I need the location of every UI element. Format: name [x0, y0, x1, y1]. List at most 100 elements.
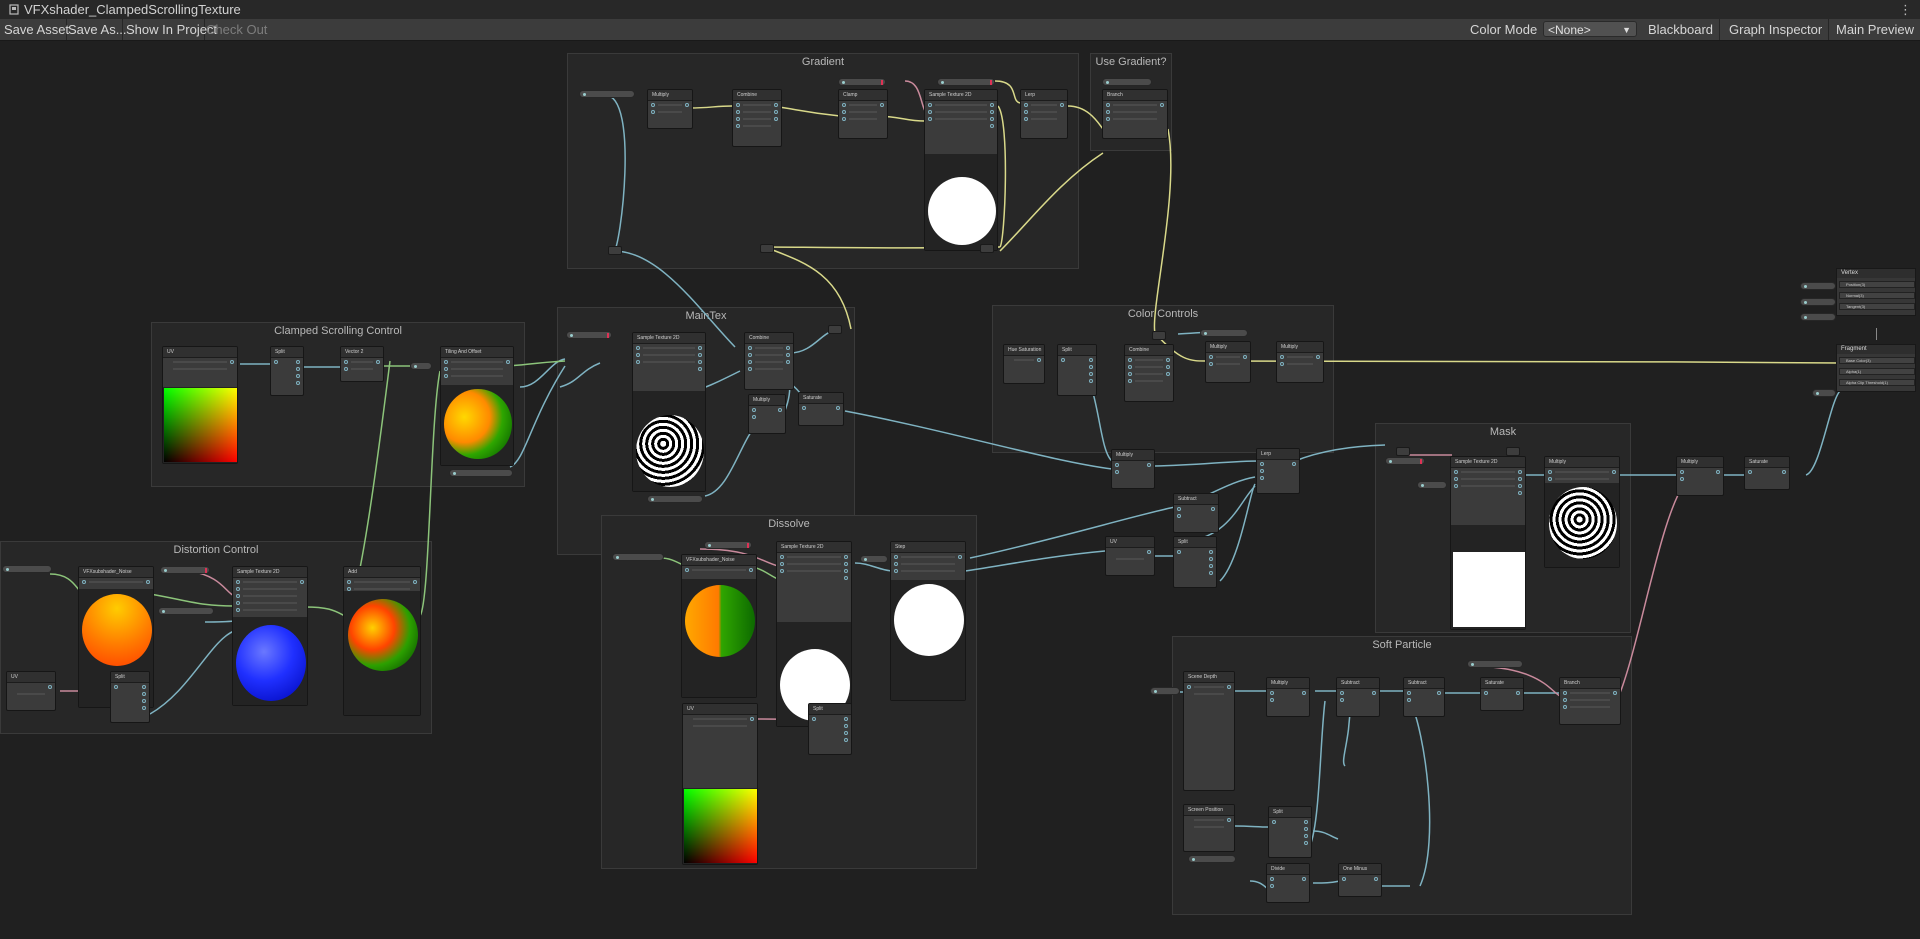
node-subtract-soft[interactable]: Subtract: [1336, 677, 1380, 717]
mask-property-pill[interactable]: [1385, 457, 1425, 465]
node-combine[interactable]: Combine: [732, 89, 782, 147]
node-uv-dissolve[interactable]: UV: [682, 703, 758, 865]
node-combine-maintex[interactable]: Combine: [744, 332, 794, 390]
distortion-texture-pill[interactable]: [160, 566, 210, 574]
reroute-node[interactable]: [1506, 447, 1520, 456]
gradient-property-pill[interactable]: [579, 90, 635, 98]
distortion-speed-pill[interactable]: [2, 565, 52, 573]
node-one-minus-soft[interactable]: One Minus: [1338, 863, 1382, 897]
tiling-value-field[interactable]: [410, 362, 432, 370]
node-sample-texture-gradient[interactable]: Sample Texture 2D: [924, 89, 998, 251]
node-multiply-mask[interactable]: Multiply: [1544, 456, 1620, 568]
kebab-menu-icon[interactable]: ⋮: [1899, 2, 1912, 17]
node-add-distortion[interactable]: Add: [343, 566, 421, 716]
node-divide-soft[interactable]: Divide: [1266, 863, 1310, 903]
node-uv[interactable]: UV: [162, 346, 238, 464]
node-hue-saturation[interactable]: Hue Saturation: [1003, 344, 1045, 384]
vertex-block[interactable]: Vertex Position(3) Normal(3) Tangent(3): [1836, 268, 1916, 316]
reroute-node[interactable]: [760, 244, 774, 253]
node-multiply-soft[interactable]: Multiply: [1266, 677, 1310, 717]
graph-toolbar: Save Asset Save As... Show In Project Ch…: [0, 19, 1920, 41]
alpha-property-pill[interactable]: [647, 495, 703, 503]
node-multiply-right[interactable]: Multiply: [1676, 456, 1724, 496]
node-sample-texture-mask[interactable]: Sample Texture 2D: [1450, 456, 1526, 630]
node-branch[interactable]: Branch: [1102, 89, 1168, 139]
sampling-dropdown[interactable]: [1150, 687, 1180, 695]
step-edge-field[interactable]: [860, 555, 888, 563]
object-space-pill[interactable]: [1800, 282, 1836, 290]
reroute-node[interactable]: [1152, 331, 1166, 340]
node-multiply-mid[interactable]: Multiply: [1111, 449, 1155, 489]
vertex-slot-position[interactable]: Position(3): [1839, 281, 1915, 288]
reroute-node[interactable]: [828, 325, 842, 334]
scroll-speed-property-pill[interactable]: [449, 469, 513, 477]
node-split-distortion[interactable]: Split: [110, 671, 150, 723]
node-saturate[interactable]: Saturate: [798, 392, 844, 426]
main-preview-button[interactable]: Main Preview: [1836, 22, 1915, 37]
use-gradient-property-pill[interactable]: [1102, 78, 1152, 86]
save-asset-button[interactable]: Save Asset: [0, 19, 69, 40]
node-split-dissolve[interactable]: Split: [808, 703, 852, 755]
node-split-soft[interactable]: Split: [1268, 806, 1312, 858]
node-step-dissolve[interactable]: Step: [890, 541, 966, 701]
node-multiply-maintex[interactable]: Multiply: [748, 394, 786, 434]
reroute-node[interactable]: [608, 246, 622, 255]
fragment-slot-alpha-clip[interactable]: Alpha Clip Threshold(1): [1839, 379, 1915, 386]
graph-inspector-button[interactable]: Graph Inspector: [1729, 19, 1830, 40]
node-sample-dissolve[interactable]: Sample Texture 2D: [776, 541, 852, 727]
node-scene-depth[interactable]: Scene Depth: [1183, 671, 1235, 791]
node-lerp[interactable]: Lerp: [1020, 89, 1068, 139]
node-split-color[interactable]: Split: [1057, 344, 1097, 396]
gradient-texture-property-pill[interactable]: [937, 78, 995, 86]
soft-particle-toggle-pill[interactable]: [1467, 660, 1523, 668]
node-subtract-soft-2[interactable]: Subtract: [1403, 677, 1445, 717]
node-lerp-mid[interactable]: Lerp: [1256, 448, 1300, 494]
node-branch-soft[interactable]: Branch: [1559, 677, 1621, 725]
node-screen-position[interactable]: Screen Position: [1183, 804, 1235, 852]
reroute-node[interactable]: [980, 244, 994, 253]
vertex-slot-normal[interactable]: Normal(3): [1839, 292, 1915, 299]
node-clamp[interactable]: Clamp: [838, 89, 888, 139]
node-sample-texture-maintex[interactable]: Sample Texture 2D: [632, 332, 706, 492]
node-sample-distortion[interactable]: Sample Texture 2D: [232, 566, 308, 706]
node-uv-distortion[interactable]: UV: [6, 671, 56, 711]
node-uv-mid[interactable]: UV: [1105, 536, 1155, 576]
node-multiply[interactable]: Multiply: [647, 89, 693, 129]
mask-uv-dropdown[interactable]: [1417, 481, 1447, 489]
graph-canvas[interactable]: Gradient Use Gradient? Clamped Scrolling…: [0, 41, 1920, 939]
distortion-strength-pill[interactable]: [158, 607, 214, 615]
node-saturate-soft[interactable]: Saturate: [1480, 677, 1524, 711]
node-split-mid[interactable]: Split: [1173, 536, 1217, 588]
softness-property-pill[interactable]: [1188, 855, 1236, 863]
node-multiply-color[interactable]: Multiply: [1205, 341, 1251, 383]
dissolve-speed-pill[interactable]: [612, 553, 664, 561]
node-preview: [633, 391, 705, 491]
dissolve-texture-pill[interactable]: [704, 541, 752, 549]
object-space-pill[interactable]: [1800, 313, 1836, 321]
node-dissolve-subshader[interactable]: VFXsubshader_Noise: [681, 554, 757, 698]
save-as-button[interactable]: Save As...: [63, 19, 127, 40]
node-tiling-and-offset[interactable]: Tiling And Offset: [440, 346, 514, 466]
node-saturate-right[interactable]: Saturate: [1744, 456, 1790, 490]
color-mode-dropdown[interactable]: <None> ▼: [1543, 21, 1637, 37]
vertex-slot-tangent[interactable]: Tangent(3): [1839, 303, 1915, 310]
blackboard-button[interactable]: Blackboard: [1648, 19, 1721, 40]
node-combine-color[interactable]: Combine: [1124, 344, 1174, 402]
check-out-button[interactable]: Check Out: [206, 22, 268, 37]
gradient-min-property-pill[interactable]: [838, 78, 886, 86]
show-in-project-button[interactable]: Show In Project: [123, 19, 217, 40]
fragment-slot-base-color[interactable]: Base Color(3): [1839, 357, 1915, 364]
node-subtract[interactable]: Subtract: [1173, 493, 1219, 533]
node-multiply-color-2[interactable]: Multiply: [1276, 341, 1324, 383]
node-split[interactable]: Split: [270, 346, 304, 396]
color-property-pill[interactable]: [1200, 329, 1248, 337]
group-soft-particle[interactable]: Soft Particle: [1172, 636, 1632, 915]
maintex-property-pill[interactable]: [566, 331, 612, 339]
group-maintex[interactable]: MainTex: [557, 307, 855, 555]
fragment-slot-alpha[interactable]: Alpha(1): [1839, 368, 1915, 375]
fragment-block[interactable]: Fragment Base Color(3) Alpha(1) Alpha Cl…: [1836, 344, 1916, 392]
node-vector2[interactable]: Vector 2: [340, 346, 384, 382]
object-space-pill[interactable]: [1800, 298, 1836, 306]
alpha-clip-value-field[interactable]: [1812, 389, 1836, 397]
reroute-node[interactable]: [1396, 447, 1410, 456]
